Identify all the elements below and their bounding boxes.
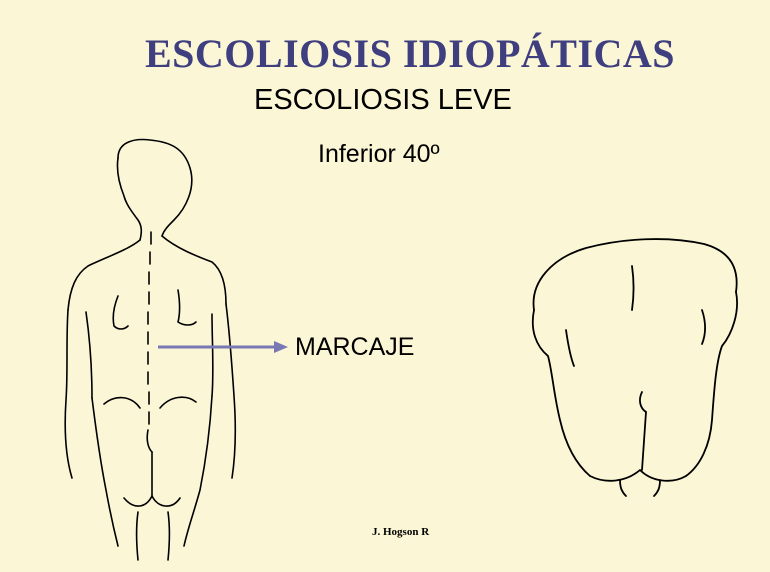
arrow-label: MARCAJE <box>295 333 414 362</box>
slide-title: ESCOLIOSIS IDIOPÁTICAS <box>0 30 770 77</box>
angle-note: Inferior 40º <box>318 140 440 169</box>
slide-subtitle: ESCOLIOSIS LEVE <box>254 84 512 117</box>
author-credit: J. Hogson R <box>372 526 429 538</box>
